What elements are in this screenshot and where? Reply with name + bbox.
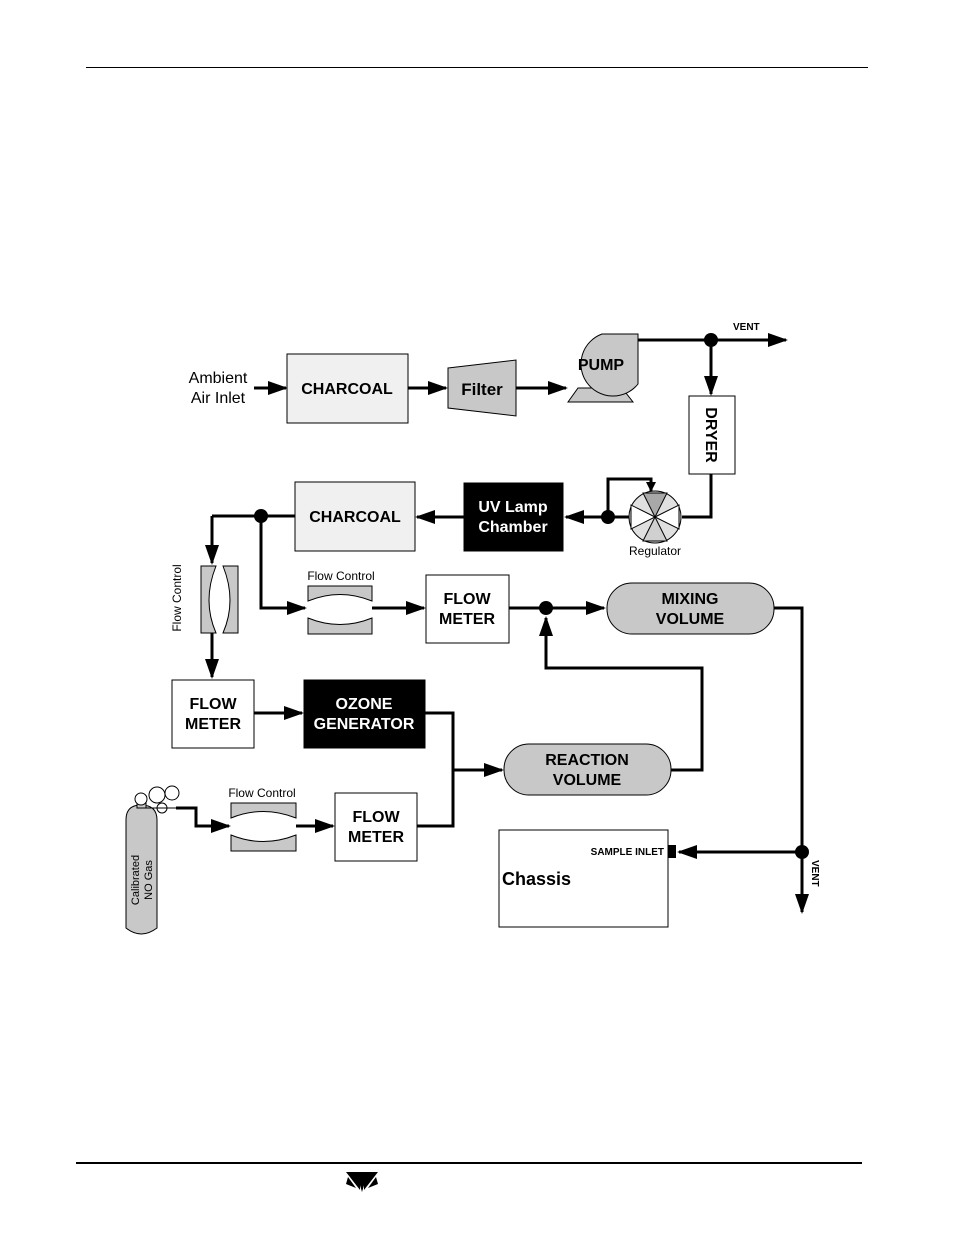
flow-control-bottom-label: Flow Control: [228, 786, 295, 800]
company-logo: [346, 1172, 378, 1192]
pump-shape: PUMP: [568, 334, 638, 402]
pump-label: PUMP: [578, 357, 625, 374]
chassis-label: Chassis: [502, 869, 571, 889]
mixing-outlet-line: [774, 608, 802, 912]
charcoal-mid-label: CHARCOAL: [309, 509, 401, 526]
uv-lamp-label-2: Chamber: [478, 519, 547, 536]
mixing-volume: MIXING VOLUME: [607, 583, 774, 634]
uv-lamp-label-1: UV Lamp: [478, 499, 548, 516]
flow-control-mid-label: Flow Control: [307, 569, 374, 583]
mixing-junction: [539, 601, 553, 615]
regulator-valve: [629, 491, 681, 543]
charcoal-top-label: CHARCOAL: [301, 381, 393, 398]
vent-top-label: VENT: [733, 322, 760, 333]
reaction-volume: REACTION VOLUME: [504, 744, 671, 795]
flow-control-vertical-label: Flow Control: [170, 564, 184, 631]
flow-meter-2-box: FLOW METER: [172, 680, 254, 748]
mixing-label-2: VOLUME: [656, 611, 725, 628]
flow-control-mid: [308, 586, 372, 634]
uv-lamp-box: UV Lamp Chamber: [464, 483, 563, 551]
ozone-label-1: OZONE: [336, 696, 393, 713]
dryer-box: DRYER: [689, 396, 735, 474]
vent-right-label: VENT: [809, 860, 820, 887]
flow-meter-3-label-b: METER: [348, 829, 404, 846]
dryer-label: DRYER: [702, 407, 719, 463]
flow-meter-1-box: FLOW METER: [426, 575, 509, 643]
chassis-box: SAMPLE INLET Chassis: [499, 830, 676, 927]
filter-label: Filter: [461, 380, 503, 399]
ozone-generator-box: OZONE GENERATOR: [304, 680, 425, 748]
flow-meter-3-label-a: FLOW: [352, 809, 400, 826]
flow-control-vertical: [201, 566, 238, 633]
flow-meter-2-label-b: METER: [185, 716, 241, 733]
inlet-label-1: Ambient: [189, 370, 248, 387]
inlet-label-2: Air Inlet: [191, 390, 246, 407]
flow-meter-1-label-b: METER: [439, 611, 495, 628]
regulator-junction: [601, 510, 615, 524]
cylinder-label-2: NO Gas: [143, 860, 155, 900]
sample-inlet-label: SAMPLE INLET: [591, 847, 664, 858]
reaction-label-2: VOLUME: [553, 772, 622, 789]
flow-meter-1-label-a: FLOW: [443, 591, 491, 608]
flow-control-bottom: [231, 803, 296, 851]
reaction-label-1: REACTION: [545, 752, 629, 769]
charcoal-top-box: CHARCOAL: [287, 354, 408, 423]
mixing-label-1: MIXING: [662, 591, 719, 608]
filter-shape: Filter: [448, 360, 516, 416]
cylinder-outlet-line: [176, 808, 229, 826]
flow-meter-3-box: FLOW METER: [335, 793, 417, 861]
ozone-label-2: GENERATOR: [314, 716, 415, 733]
regulator-label: Regulator: [629, 544, 681, 558]
flow-meter-2-label-a: FLOW: [189, 696, 237, 713]
charcoal-mid-box: CHARCOAL: [295, 482, 415, 551]
dryer-to-regulator-line: [682, 474, 711, 517]
cylinder-label-1: Calibrated: [130, 855, 142, 905]
